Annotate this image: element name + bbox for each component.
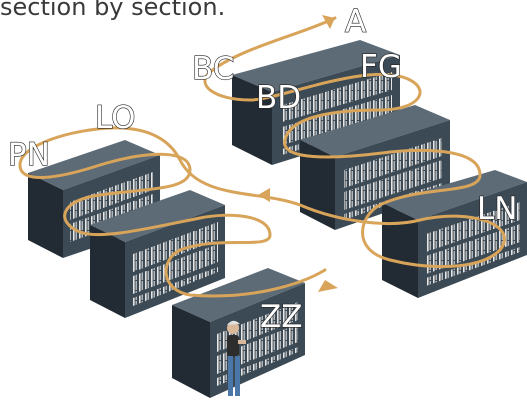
caption-text: section by section. [0, 0, 226, 21]
librarian-figure [227, 320, 246, 396]
shelf-unit-pn-lo [28, 140, 160, 258]
shelf-unit-bc-bd [232, 40, 400, 165]
label-zz: ZZ [260, 299, 302, 335]
label-a: A [345, 4, 366, 40]
route-path [18, 15, 506, 298]
label-bd: BD [256, 80, 301, 116]
label-pn: PN [8, 137, 50, 173]
shelf-unit-middle [90, 190, 225, 318]
shelf-unit-ln [382, 170, 527, 298]
label-lo: LO [95, 100, 136, 136]
label-fg: FG [360, 49, 402, 85]
label-bc: BC [192, 51, 234, 87]
label-ln: LN [477, 191, 517, 227]
